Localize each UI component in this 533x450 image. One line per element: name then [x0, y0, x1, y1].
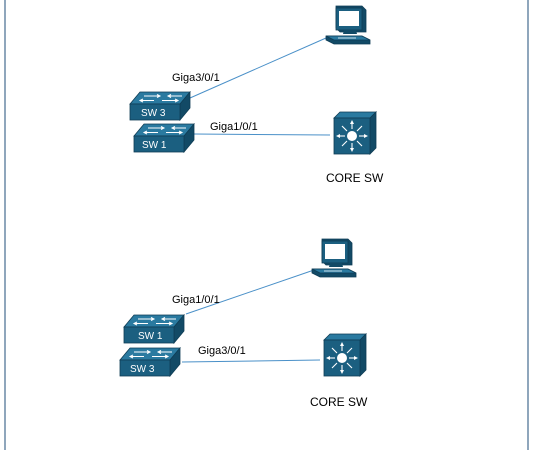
bottom-link-to-pc [185, 269, 315, 315]
bottom-link-to-pc-label: Giga1/0/1 [172, 294, 220, 306]
top-diagram: Giga3/0/1 Giga1/0/1 SW 3 SW 1 CORE SW [129, 5, 384, 185]
bottom-upper-switch-label: SW 1 [138, 331, 163, 342]
bottom-core-switch[interactable] [323, 333, 367, 377]
bottom-link-to-core [181, 359, 321, 363]
top-lower-switch[interactable]: SW 1 [133, 123, 195, 153]
top-lower-switch-label: SW 1 [142, 140, 167, 151]
bottom-pc[interactable] [311, 238, 357, 278]
top-link-to-pc-label: Giga3/0/1 [172, 72, 220, 84]
layer3-switch-icon [333, 111, 377, 155]
top-upper-switch[interactable]: SW 3 [129, 91, 191, 121]
bottom-diagram: Giga1/0/1 Giga3/0/1 SW 1 SW 3 CORE SW [119, 238, 368, 409]
top-link-to-pc [189, 37, 327, 99]
bottom-lower-switch-label: SW 3 [130, 364, 155, 375]
bottom-upper-switch[interactable]: SW 1 [123, 314, 185, 344]
workstation-icon [311, 238, 357, 278]
bottom-core-switch-label: CORE SW [310, 395, 368, 409]
top-core-switch[interactable] [333, 111, 377, 155]
top-upper-switch-label: SW 3 [141, 108, 166, 119]
top-link-to-core [193, 133, 331, 136]
top-core-switch-label: CORE SW [326, 171, 384, 185]
top-link-to-core-label: Giga1/0/1 [210, 121, 258, 133]
bottom-lower-switch[interactable]: SW 3 [119, 347, 181, 377]
layer3-switch-icon [323, 333, 367, 377]
top-pc[interactable] [325, 5, 371, 45]
bottom-link-to-core-label: Giga3/0/1 [198, 345, 246, 357]
workstation-icon [325, 5, 371, 45]
